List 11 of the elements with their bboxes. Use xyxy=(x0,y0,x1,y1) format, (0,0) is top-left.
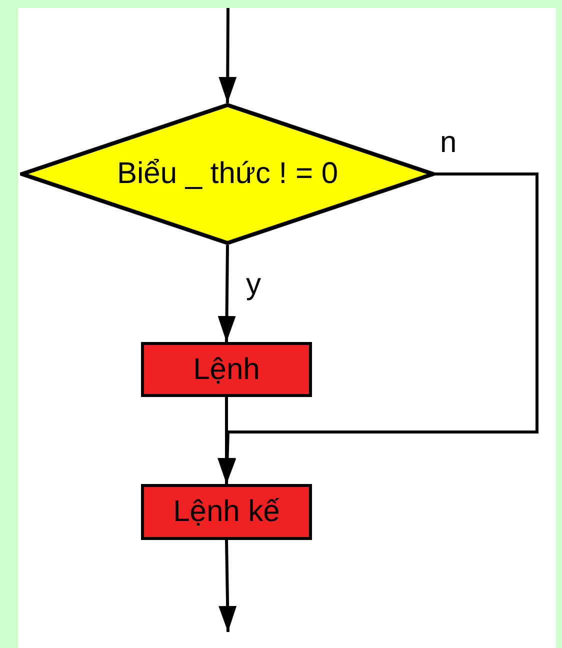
edge-label: y xyxy=(246,270,261,300)
arrow xyxy=(218,244,236,342)
node-text: Biểu _ thức ! = 0 xyxy=(116,157,338,191)
node-text: Lệnh kế xyxy=(173,495,280,529)
edge-label: n xyxy=(440,128,457,158)
process-box xyxy=(141,342,312,397)
node-text: Lệnh xyxy=(193,352,260,386)
decision-diamond xyxy=(20,103,435,245)
arrow xyxy=(218,540,237,632)
process-box xyxy=(141,484,312,540)
arrow xyxy=(218,8,237,104)
